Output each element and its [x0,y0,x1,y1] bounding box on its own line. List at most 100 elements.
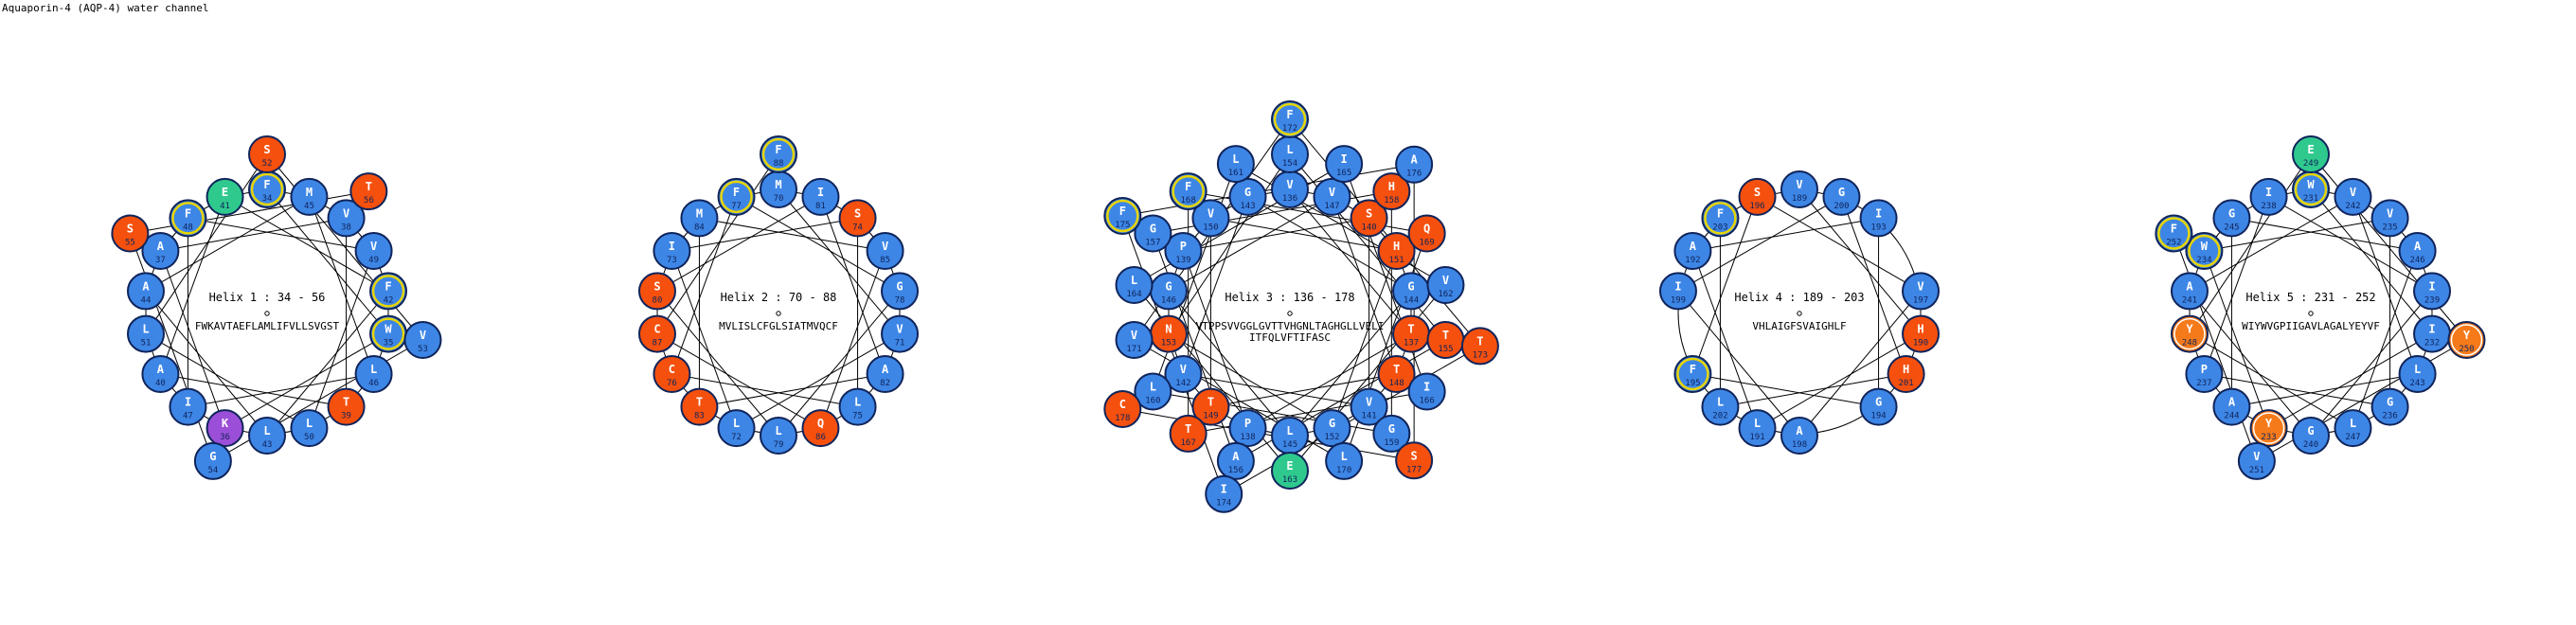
residue-number: 162 [1438,290,1453,299]
residue-connection [1289,153,1446,341]
residue-number: 242 [2345,202,2360,211]
residue-letter: P [1244,417,1251,430]
residue-circle [1673,232,1712,270]
residue-letter: I [1674,279,1681,293]
residue-circle [637,272,676,311]
residue-number: 159 [1384,438,1399,448]
residue-number: 55 [125,239,135,248]
residue-connection [671,373,858,408]
helix-label: Helix 4 : 189 - 203 [1734,291,1864,304]
residue-circle [1103,390,1142,428]
residue-connection [2189,196,2353,292]
residue-letter: P [2201,363,2208,376]
residue-connection [1168,153,1291,334]
residue-letter: F [2171,223,2177,236]
residue-connection [1757,196,1922,292]
residue-connection [1188,190,1427,234]
helix-sequence: FWKAVTAEFLAMLIFVLLSVGST [195,320,340,332]
residue-number: 234 [2196,256,2211,265]
residue-connection [1183,373,1369,408]
residue-circle [1313,409,1351,448]
residue-connection [671,217,858,252]
residue-circle [193,441,232,480]
residue-number: 177 [1406,465,1422,474]
aromatic-ring-marker [1106,199,1139,233]
residue-letter: F [1717,206,1724,220]
residue-number: 78 [895,295,905,305]
residue-letter: A [2228,396,2236,409]
aromatic-ring-marker [1676,357,1709,391]
residue-letter: F [185,206,191,220]
residue-number: 191 [1749,433,1764,442]
residue-number: 49 [368,256,379,265]
residue-circle [290,177,329,216]
residue-circle [1191,387,1230,426]
residue-letter: Y [2186,323,2193,336]
residue-letter: G [2228,206,2235,220]
residue-letter: V [1796,178,1802,191]
residue-letter: V [1208,206,1214,220]
residue-letter: T [1407,323,1414,336]
residue-P237: P 237 [2185,355,2224,393]
residue-number: 149 [1203,412,1218,421]
residue-number: 237 [2196,379,2211,388]
residue-circle [1205,474,1243,513]
residue-connection [1331,196,1398,375]
residue-connection [224,333,389,429]
residue-circle [1191,199,1230,238]
residue-circle [1134,214,1172,253]
residue-number: 150 [1203,223,1218,232]
residue-T39: T39 [327,387,366,426]
residue-letter: S [854,206,861,220]
residue-circle [111,214,150,253]
residue-L51: L51 [126,314,165,353]
residue-letter: A [1232,450,1240,463]
residue-connection [819,196,886,375]
residue-number: 46 [368,379,379,388]
residue-A82: A82 [866,355,904,393]
residue-A44: A44 [126,272,165,311]
residue-number: 36 [220,433,230,442]
residue-connection [671,196,738,375]
residue-connection [308,196,375,375]
residue-circle [327,199,366,238]
residue-connection [2204,373,2390,408]
residue-circle [2212,387,2251,426]
residue-number: 76 [667,379,677,388]
residue-number: 142 [1175,379,1190,388]
residue-number: 173 [1473,350,1488,360]
residue-G54: G54 [193,441,232,480]
residue-connection [266,153,423,341]
residue-letter: A [1796,424,1803,438]
residue-circle [1313,177,1351,216]
residue-circle [1350,387,1388,426]
residue-letter: W [2201,240,2209,253]
residue-letter: G [1838,186,1845,199]
residue-circle [1407,372,1446,411]
residue-circle [2334,177,2372,216]
residue-M45: M45 [290,177,329,216]
residue-V71: V71 [881,314,920,353]
residue-letter: F [385,279,391,293]
residue-connection [212,339,423,462]
residue-connection [1691,196,1759,375]
residue-number: 139 [1175,256,1190,265]
residue-number: 47 [183,412,193,421]
residue-number: 246 [2409,256,2424,265]
residue-connection [819,250,886,429]
residue-circle [1228,409,1267,448]
residue-number: 53 [418,345,428,354]
residue-letter: I [1875,206,1882,220]
